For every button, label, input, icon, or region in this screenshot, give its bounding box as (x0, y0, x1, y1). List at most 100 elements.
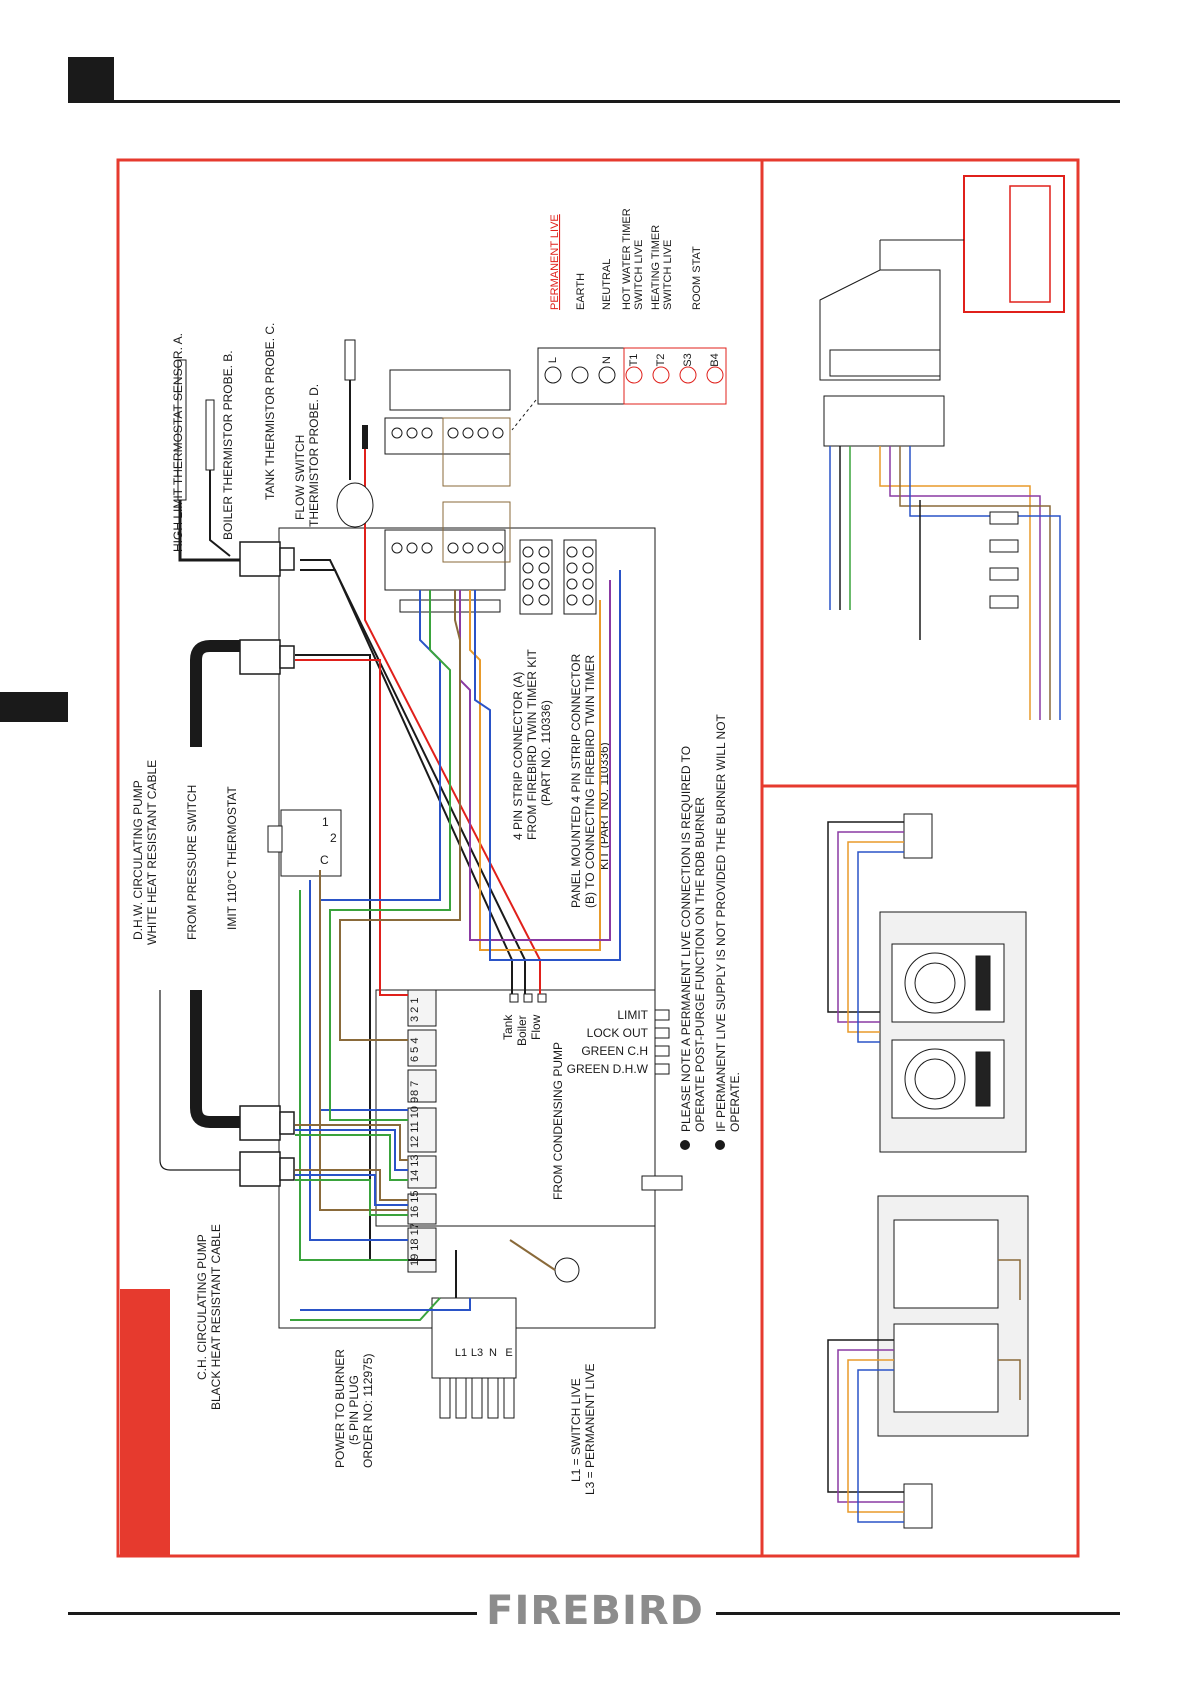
note2-line2: OPERATE. (728, 1072, 742, 1132)
indicator-green-dhw: GREEN D.H.W (567, 1062, 649, 1076)
probe-terminal-flow: Flow (529, 1014, 543, 1040)
magnified-terminal-codes: L N T1 T2 S3 B4 (547, 353, 721, 366)
terminal-code-n: N (601, 356, 613, 364)
plug-code-e: E (505, 1347, 512, 1359)
note1-line1: PLEASE NOTE A PERMANENT LIVE CONNECTION … (679, 746, 693, 1132)
label-flow-switch: FLOW SWITCH (293, 435, 307, 520)
plug-code-n: N (489, 1347, 497, 1359)
label-hot-water-switch-live: SWITCH LIVE (633, 240, 645, 310)
note-bullet-1 (680, 1140, 690, 1150)
note-bullet-2 (715, 1140, 725, 1150)
footer-rule-right (716, 1612, 1120, 1615)
high-limit-sensor-cable (178, 500, 240, 562)
plug-code-l1: L1 (455, 1347, 467, 1359)
label-heating-switch-live: SWITCH LIVE (662, 240, 674, 310)
terminal-block-brown-section (442, 417, 511, 563)
power-label-2: (5 PIN PLUG (347, 1375, 361, 1445)
label-boiler-probe: BOILER THERMISTOR PROBE. B. (221, 350, 235, 540)
indicator-green-ch: GREEN C.H (581, 1044, 648, 1058)
l3-legend: L3 = PERMANENT LIVE (583, 1364, 597, 1496)
note1-line2: OPERATE POST-PURGE FUNCTION ON THE RDB B… (693, 797, 707, 1132)
pcb-terminal-label: 6 5 4 (409, 1038, 421, 1062)
l1-legend: L1 = SWITCH LIVE (569, 1378, 583, 1482)
main-diagram-frame (116, 158, 1080, 1558)
label-room-stat: ROOM STAT (691, 246, 703, 310)
power-label-3: ORDER NO: 112975) (361, 1354, 375, 1469)
indicator-limit: LIMIT (617, 1008, 648, 1022)
power-label-1: POWER TO BURNER (333, 1349, 347, 1468)
pcb-terminal-blocks (407, 989, 437, 1273)
wiring-harness (290, 530, 621, 1321)
switch-terminal-2: 2 (330, 831, 337, 845)
probe-terminals (509, 993, 547, 1003)
control-pcb (375, 989, 656, 1227)
strip-connector-b (563, 539, 597, 615)
pcb-terminal-labels: 3 2 1 6 5 4 8 7 12 11 10 9 14 13 16 15 1… (409, 998, 421, 1266)
pressure-switch-hose (190, 640, 240, 747)
pcb-terminal-label: 19 18 17 (409, 1223, 421, 1266)
timer-kit-diagram (819, 175, 1065, 447)
dhw-pump-label-2: WHITE HEAT RESISTANT CABLE (145, 760, 159, 945)
pcb-terminal-label: 8 7 (409, 1081, 421, 1096)
limit-thermostat-label: IMIT 110°C THERMOSTAT (225, 786, 239, 930)
terminal-code-s3: S3 (682, 353, 694, 366)
note2-line1: IF PERMANENT LIVE SUPPLY IS NOT PROVIDED… (714, 713, 728, 1132)
cable-gland-top (336, 482, 374, 528)
footer-rule-left (68, 1612, 477, 1615)
terminal-code-t1: T1 (628, 354, 640, 367)
label-neutral: NEUTRAL (601, 259, 613, 310)
strip-b-line1: PANEL MOUNTED 4 PIN STRIP CONNECTOR (569, 653, 583, 908)
terminal-code-l: L (547, 357, 559, 363)
pressure-switch-label: FROM PRESSURE SWITCH (185, 785, 199, 940)
label-earth: EARTH (575, 273, 587, 310)
side-index-tab (0, 692, 68, 722)
cable-glands (239, 541, 295, 1187)
indicator-lamps (654, 1009, 670, 1075)
terminal-screws (391, 427, 504, 554)
strip-a-line3: (PART NO. 110336) (539, 700, 553, 806)
high-limit-sensor (177, 359, 187, 501)
pcb-terminal-label: 12 11 10 9 (409, 1097, 421, 1148)
plug-code-l3: L3 (471, 1347, 483, 1359)
dhw-pump-cable (159, 990, 240, 1171)
probe-terminal-tank: Tank (501, 1014, 515, 1040)
limit-thermostat-knob (267, 825, 283, 853)
ch-pump-cable (190, 990, 240, 1128)
firebird-logo: FIREBIRD (486, 1588, 704, 1634)
limit-thermostat-body (280, 809, 342, 877)
timer-kit-relays (989, 511, 1019, 609)
probe-terminal-boiler: Boiler (515, 1015, 529, 1046)
terminal-code-t2: T2 (655, 354, 667, 367)
condensing-pump-gland (554, 1257, 580, 1283)
terminal-block-upper (384, 369, 511, 613)
switch-terminal-c: C (320, 853, 329, 867)
boiler-probe-cable (209, 470, 231, 557)
indicator-lock-out: LOCK OUT (587, 1026, 649, 1040)
strip-b-line2: (B) TO CONNECTING FIREBIRD TWIN TIMER (583, 655, 597, 908)
flow-probe (362, 425, 368, 449)
dhw-pump-label-1: D.H.W. CIRCULATING PUMP (131, 780, 145, 940)
timer-kit-wiring (829, 446, 1061, 720)
magnified-terminal-block (511, 347, 727, 431)
label-high-limit-sensor: HIGH LIMIT THERMOSTAT SENSOR. A. (171, 333, 185, 552)
casing-latch (641, 1175, 683, 1191)
label-permanent-live: PERMANENT LIVE (549, 214, 561, 310)
red-side-tab (120, 1289, 170, 1555)
tank-probe (344, 339, 356, 381)
label-heating-timer: HEATING TIMER (650, 225, 662, 310)
pcb-terminal-label: 3 2 1 (409, 998, 421, 1022)
label-hot-water-timer: HOT WATER TIMER (621, 208, 633, 310)
condensing-pump-label: FROM CONDENSING PUMP (551, 1042, 565, 1200)
boiler-probe (205, 399, 215, 471)
twin-timer-wiring (827, 821, 1021, 1523)
strip-a-line1: 4 PIN STRIP CONNECTOR (A) (511, 672, 525, 840)
header-rule (68, 100, 1120, 103)
boiler-casing (278, 527, 656, 1329)
ch-pump-label-2: BLACK HEAT RESISTANT CABLE (209, 1224, 223, 1410)
terminal-code-b4: B4 (709, 353, 721, 366)
section-tab-marker (68, 57, 114, 103)
label-flow-probe: THERMISTOR PROBE. D. (307, 384, 321, 527)
ch-pump-label-1: C.H. CIRCULATING PUMP (195, 1234, 209, 1380)
strip-connector-a (519, 539, 553, 615)
